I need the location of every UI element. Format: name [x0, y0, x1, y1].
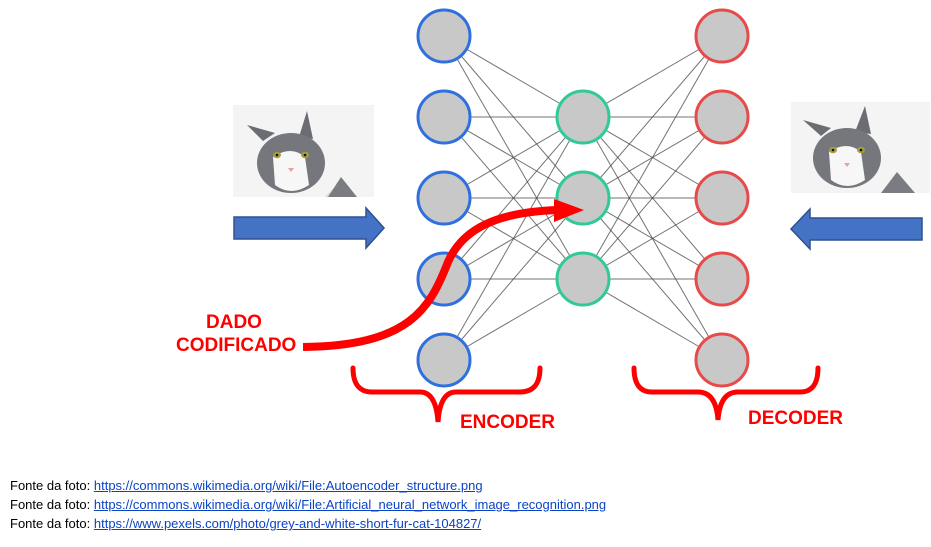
cat-photo-output — [791, 102, 930, 193]
curved-arrow-icon — [302, 206, 559, 351]
network-edge — [443, 116, 584, 280]
output-node-1 — [694, 8, 750, 64]
code-node-1 — [555, 89, 611, 145]
source-prefix: Fonte da foto: — [10, 497, 91, 512]
source-row: Fonte da foto: https://commons.wikimedia… — [10, 476, 606, 495]
curved-arrow-head — [554, 199, 584, 222]
encoded-data-label-line2: CODIFICADO — [176, 335, 297, 356]
encoder-label: ENCODER — [460, 412, 556, 433]
output-node-2 — [694, 89, 750, 145]
input-node-3 — [416, 170, 472, 226]
code-node-3 — [555, 251, 611, 307]
cat-photo-input — [233, 105, 374, 197]
output-node-5 — [694, 332, 750, 388]
source-link[interactable]: https://commons.wikimedia.org/wiki/File:… — [93, 497, 607, 512]
output-node-3 — [694, 170, 750, 226]
source-prefix: Fonte da foto: — [10, 478, 91, 493]
source-link[interactable]: https://commons.wikimedia.org/wiki/File:… — [93, 478, 483, 493]
photo-sources: Fonte da foto: https://commons.wikimedia… — [10, 476, 606, 533]
input-node-5 — [416, 332, 472, 388]
source-prefix: Fonte da foto: — [10, 516, 91, 531]
network-edge — [582, 35, 723, 280]
network-edge — [443, 116, 584, 361]
input-node-1 — [416, 8, 472, 64]
encoded-data-label-line1: DADO — [206, 312, 262, 333]
network-nodes — [416, 8, 750, 388]
source-row: Fonte da foto: https://commons.wikimedia… — [10, 495, 606, 514]
source-link[interactable]: https://www.pexels.com/photo/grey-and-wh… — [93, 516, 482, 531]
source-row: Fonte da foto: https://www.pexels.com/ph… — [10, 514, 606, 533]
output-node-4 — [694, 251, 750, 307]
decoder-brace-icon — [631, 365, 821, 421]
input-node-2 — [416, 89, 472, 145]
network-edge — [443, 197, 584, 361]
arrow-right-icon — [233, 206, 386, 250]
network-edge — [582, 35, 723, 199]
decoder-label: DECODER — [748, 408, 844, 429]
network-edge — [582, 116, 723, 280]
encoder-brace-icon — [350, 365, 543, 423]
arrow-left-icon — [789, 207, 923, 251]
